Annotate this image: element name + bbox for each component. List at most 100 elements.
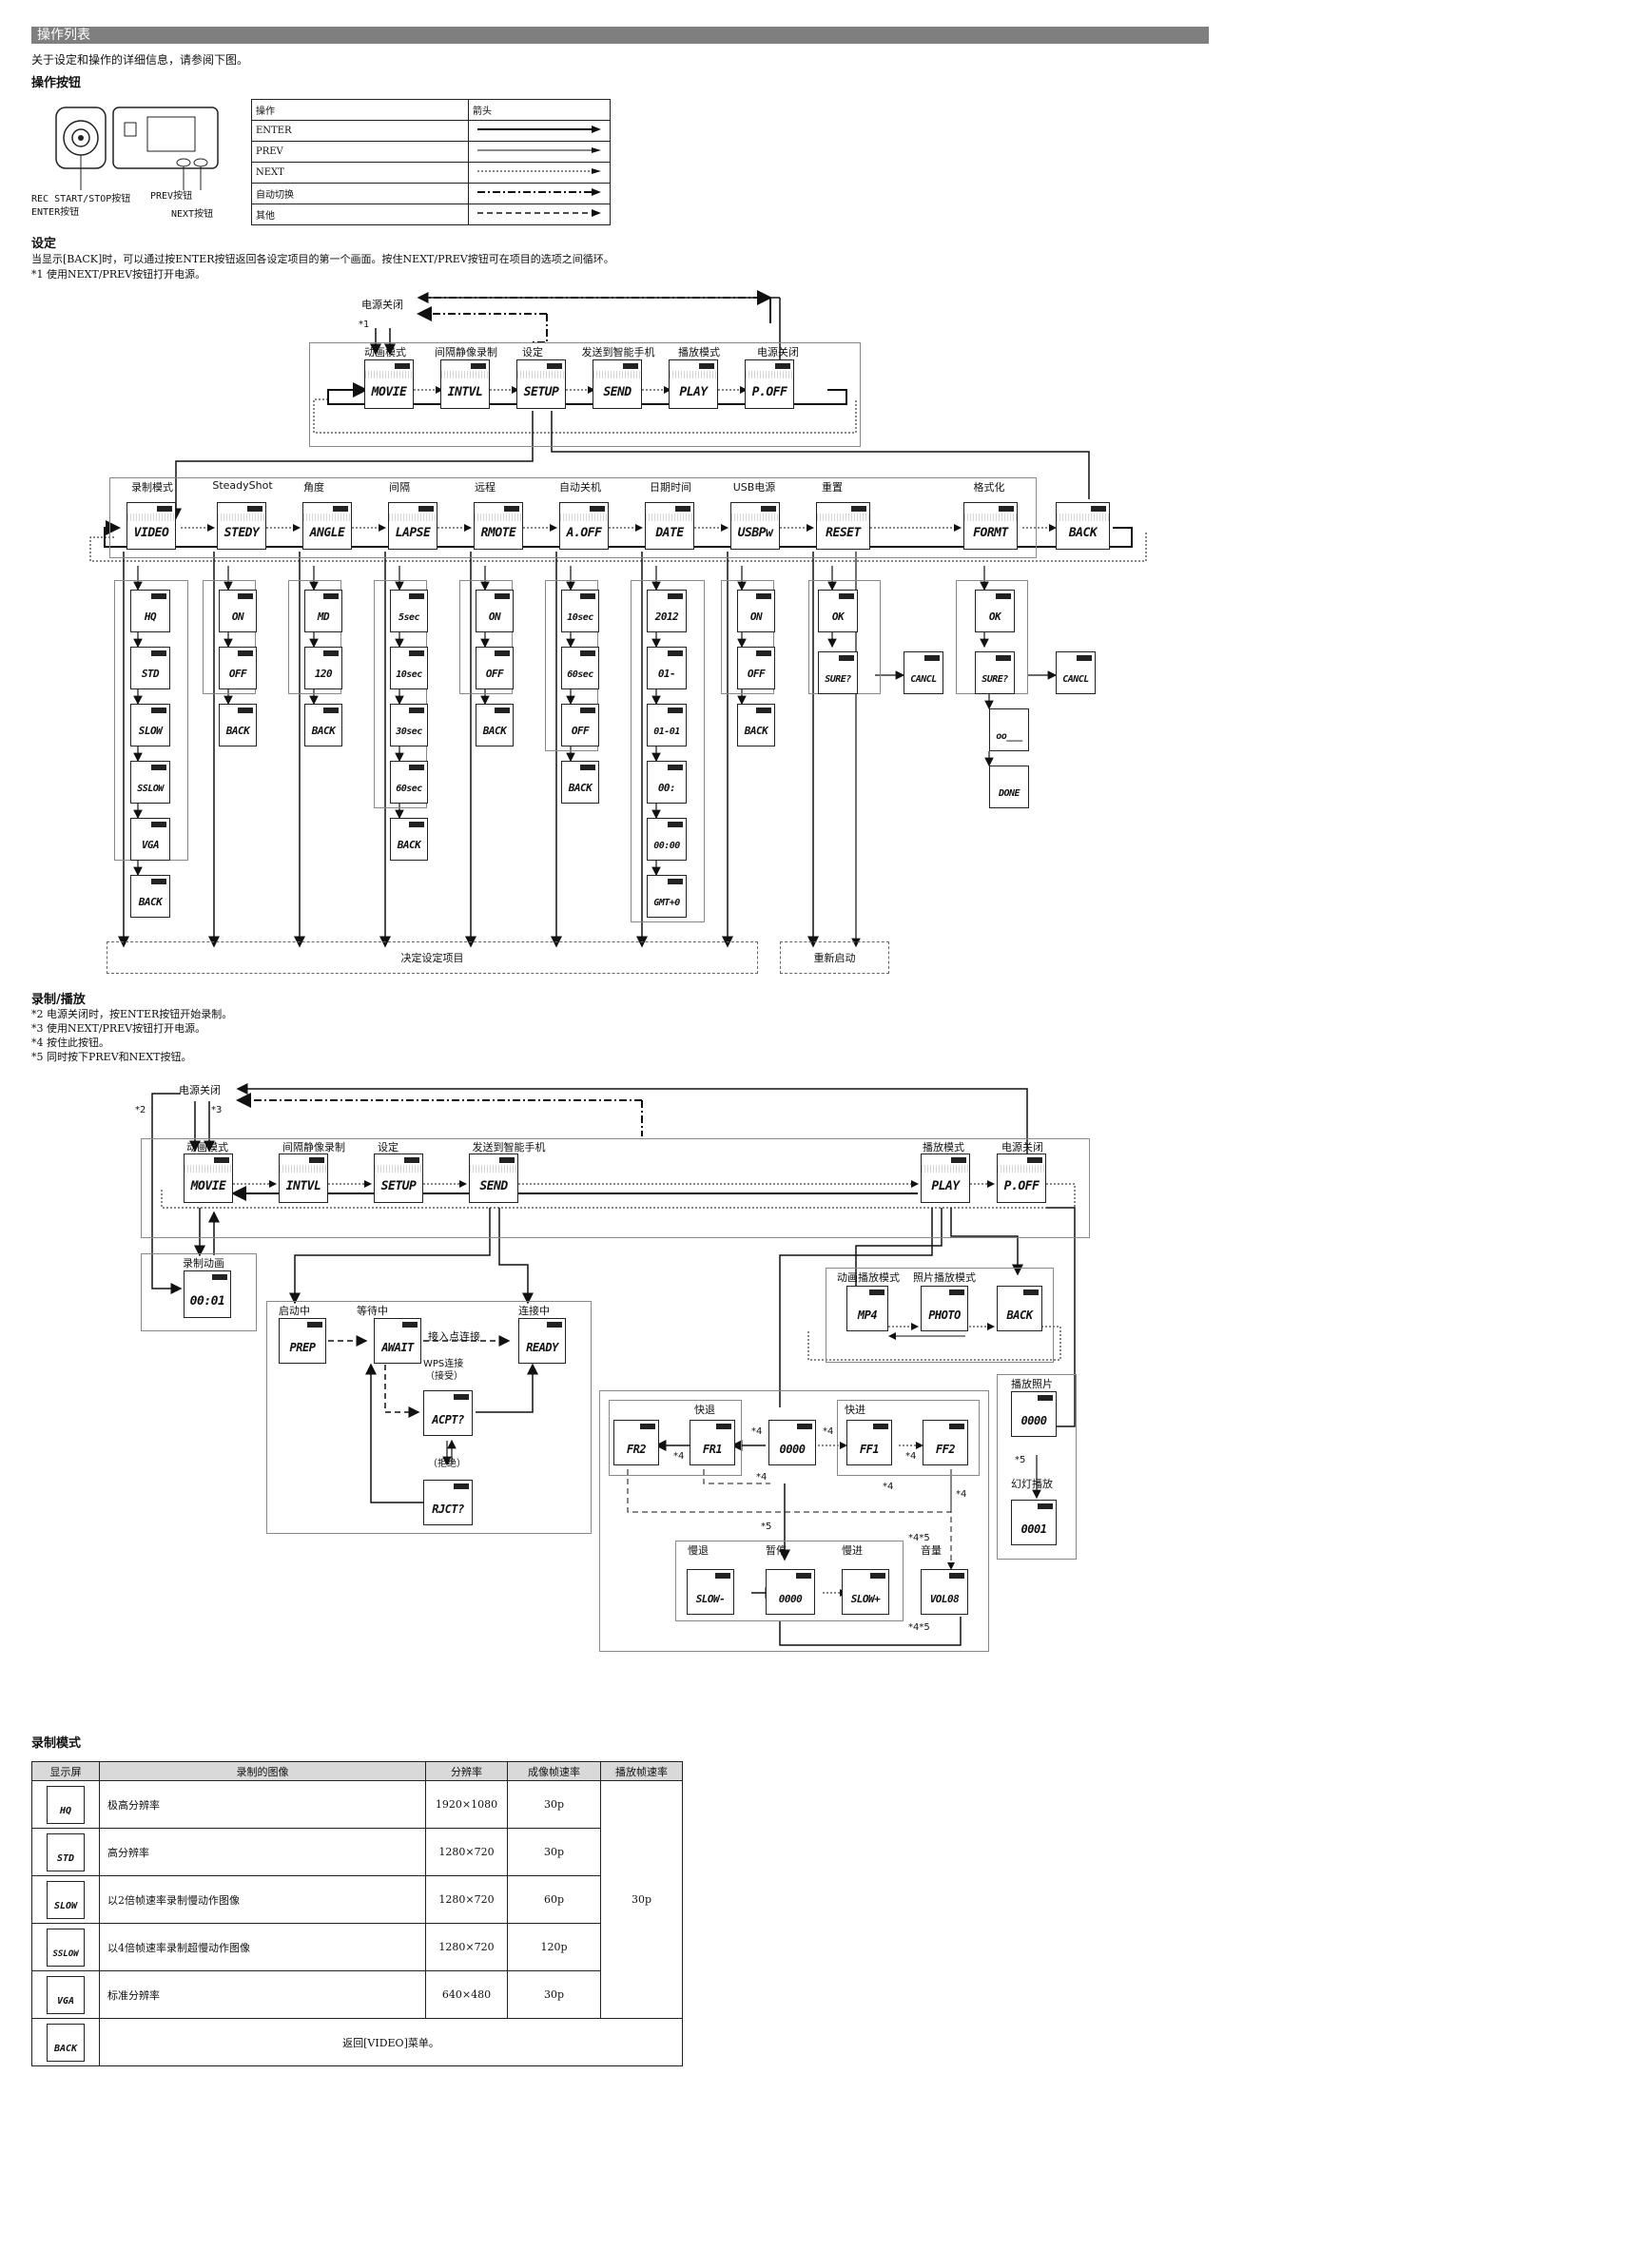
screen-aoff-off: OFF xyxy=(561,704,599,746)
screen-date: DATE xyxy=(645,502,694,550)
table-row: SSLOW 以4倍帧速率录制超慢动作图像 1280×720 120p xyxy=(31,1923,683,1971)
screen-rmote-on: ON xyxy=(476,590,514,632)
rec-screen-setup: SETUP xyxy=(374,1154,423,1203)
mode-icon-hq: HQ xyxy=(47,1785,85,1824)
rec-screen-send: SEND xyxy=(469,1154,518,1203)
screen-lapse: LAPSE xyxy=(388,502,437,550)
setup-row-label-3: 间隔 xyxy=(389,481,410,494)
play-label-rewind: 快退 xyxy=(694,1404,715,1416)
arrow-dashed-icon xyxy=(477,209,601,217)
play-screen-pause: 0000 xyxy=(766,1569,815,1615)
wifi-screen-prep: PREP xyxy=(279,1318,326,1364)
rec-note-3: *3 使用NEXT/PREV按钮打开电源。 xyxy=(31,1022,206,1035)
screen-usbpw: USBPw xyxy=(730,502,780,550)
recording-mode-table: 显示屏 录制的图像 分辨率 成像帧速率 播放帧速率 HQ 极高分辨率 1920×… xyxy=(31,1761,683,2066)
setup-row-label-7: USB电源 xyxy=(732,481,776,494)
setup-row-label-8: 重置 xyxy=(822,481,843,494)
play-screen-mp4: MP4 xyxy=(846,1286,888,1331)
wifi-screen-accept: ACPT? xyxy=(423,1390,473,1436)
rec-screen-intvl: INTVL xyxy=(279,1154,328,1203)
mark-5a: *5 xyxy=(761,1522,772,1532)
rec-star2: *2 xyxy=(135,1105,146,1115)
arrow-thick-icon xyxy=(477,126,601,133)
play-modes-box xyxy=(826,1268,1054,1363)
screen-date-min: 00:00 xyxy=(647,818,687,861)
play-label-volume: 音量 xyxy=(921,1544,942,1557)
play-screen-0000: 0000 xyxy=(768,1420,816,1465)
screen-movie: MOVIE xyxy=(364,359,414,409)
mode-section-title: 录制模式 xyxy=(31,1736,82,1751)
photo-play-box xyxy=(997,1374,1077,1560)
rec-screen-movie: MOVIE xyxy=(184,1154,233,1203)
screen-send: SEND xyxy=(593,359,642,409)
header-bar: 操作列表 xyxy=(31,27,1209,44)
screen-lapse-5: 5sec xyxy=(390,590,428,632)
table-row: SLOW 以2倍帧速率录制慢动作图像 1280×720 60p xyxy=(31,1875,683,1924)
screen-format-done: DONE xyxy=(989,766,1029,808)
rec-top-label-2: 设定 xyxy=(378,1141,398,1154)
mode-th-fps: 成像帧速率 xyxy=(507,1761,601,1781)
mode-res: 1280×720 xyxy=(425,1828,508,1876)
screen-rmote-back: BACK xyxy=(476,704,514,746)
setup-power-off-label: 电源关闭 xyxy=(361,299,403,311)
mode-desc: 标准分辨率 xyxy=(99,1970,426,2019)
mode-back-text: 返回[VIDEO]菜单。 xyxy=(99,2018,683,2066)
setup-row-label-5: 自动关机 xyxy=(559,481,601,494)
setup-section-title: 设定 xyxy=(31,237,57,251)
enter-button-label: ENTER按钮 xyxy=(31,207,80,218)
screen-rmote-off: OFF xyxy=(476,647,514,689)
play-screen-slow-rev: SLOW- xyxy=(687,1569,734,1615)
setup-star1: *1 xyxy=(359,320,370,330)
rec-note-4: *4 按住此按钮。 xyxy=(31,1037,109,1049)
rec-top-label-4: 播放模式 xyxy=(923,1141,964,1154)
screen-lapse-60: 60sec xyxy=(390,761,428,804)
col-angle-box xyxy=(288,580,341,694)
screen-setup: SETUP xyxy=(516,359,566,409)
screen-format-sure: SURE? xyxy=(975,651,1015,694)
play-label-forward: 快进 xyxy=(845,1404,865,1416)
mode-th-playfps: 播放帧速率 xyxy=(600,1761,683,1781)
screen-aoff: A.OFF xyxy=(559,502,609,550)
mark-5b: *5 xyxy=(1015,1455,1026,1465)
mark-4d: *4 xyxy=(905,1451,917,1462)
rec-screen-play: PLAY xyxy=(921,1154,970,1203)
mode-fps: 120p xyxy=(507,1923,601,1971)
screen-lapse-30: 30sec xyxy=(390,704,428,746)
mark-45a: *4*5 xyxy=(908,1533,930,1543)
mark-4b: *4 xyxy=(673,1451,685,1462)
screen-video-sslow: SSLOW xyxy=(130,761,170,804)
play-screen-volume: VOL08 xyxy=(921,1569,968,1615)
prev-button-label: PREV按钮 xyxy=(150,191,193,202)
ops-arrow-prev xyxy=(468,141,611,163)
screen-video-vga: VGA xyxy=(130,818,170,861)
screen-intvl: INTVL xyxy=(440,359,490,409)
mode-icon-slow: SLOW xyxy=(47,1880,85,1919)
mark-4a: *4 xyxy=(751,1426,763,1437)
screen-video-hq: HQ xyxy=(130,590,170,632)
rewind-box xyxy=(609,1400,742,1476)
play-label-slideshow: 幻灯播放 xyxy=(1011,1478,1053,1490)
setup-row-label-6: 日期时间 xyxy=(650,481,691,494)
rec-movie-screen: 00:01 xyxy=(184,1270,231,1318)
screen-play: PLAY xyxy=(669,359,718,409)
mark-4e: *4 xyxy=(756,1472,768,1483)
decide-setting-box: 决定设定项目 xyxy=(107,941,758,974)
rec-movie-box xyxy=(141,1253,257,1331)
screen-date-month: 01- xyxy=(647,647,687,689)
wifi-label-reject: （拒绝） xyxy=(428,1459,466,1469)
rec-note-5: *5 同时按下PREV和NEXT按钮。 xyxy=(31,1051,192,1063)
mode-res: 640×480 xyxy=(425,1970,508,2019)
play-screen-ff1: FF1 xyxy=(846,1420,892,1465)
rec-star3: *3 xyxy=(211,1105,223,1115)
mode-res: 1280×720 xyxy=(425,1923,508,1971)
playback-box xyxy=(599,1390,989,1652)
mode-icon-sslow: SSLOW xyxy=(47,1928,85,1967)
setup-row-label-2: 角度 xyxy=(303,481,324,494)
play-label-slow-rev: 慢退 xyxy=(688,1544,709,1557)
wifi-label-wps: WPS连接 xyxy=(423,1359,464,1369)
mode-th-display: 显示屏 xyxy=(31,1761,100,1781)
wifi-screen-ready: READY xyxy=(518,1318,566,1364)
buttons-section-title: 操作按钮 xyxy=(31,76,82,90)
setup-top-label-2: 设定 xyxy=(522,346,543,359)
mark-4g: *4 xyxy=(956,1489,967,1500)
